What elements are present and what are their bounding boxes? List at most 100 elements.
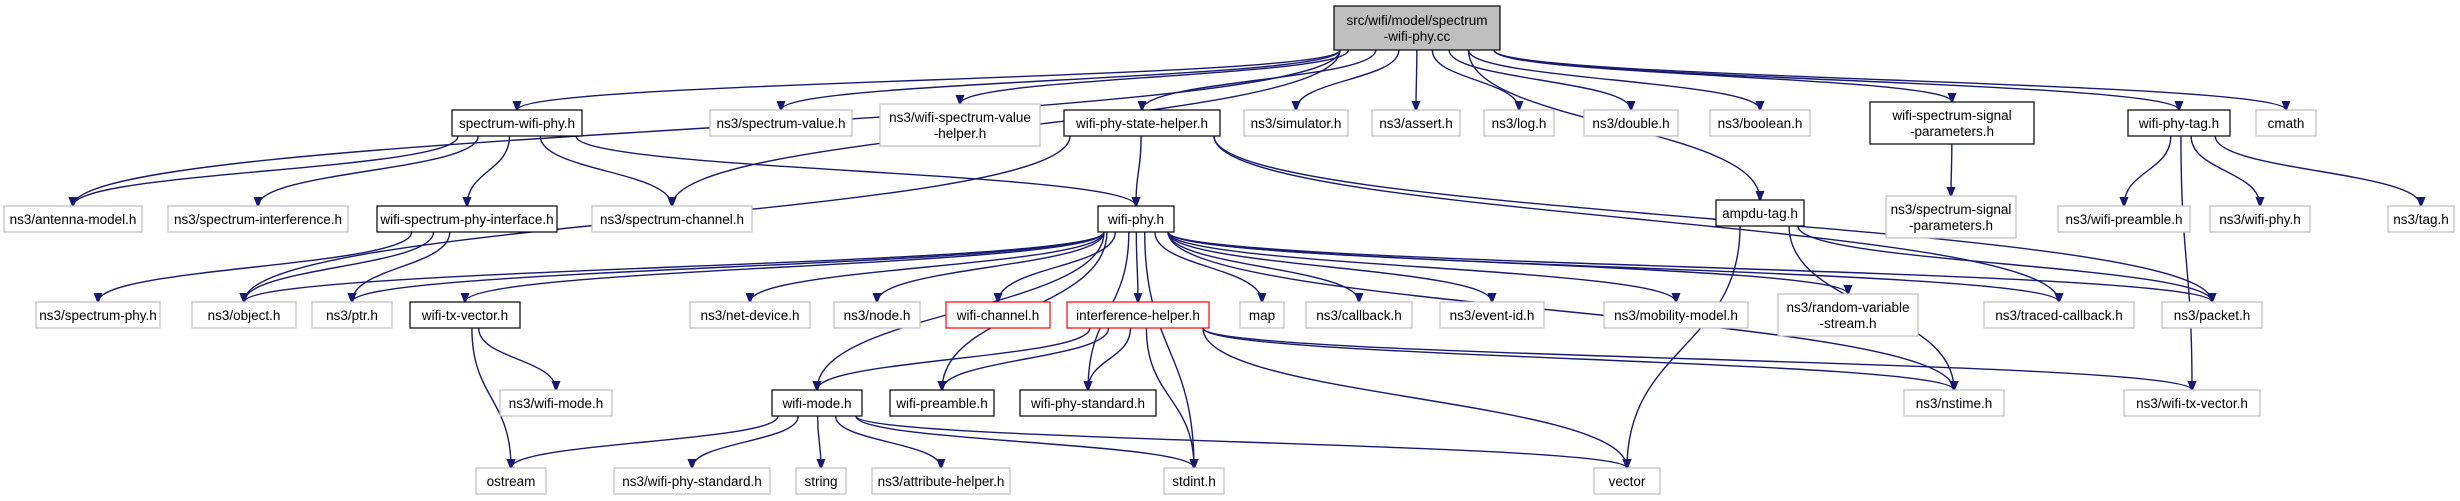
node-interference-helper[interactable]: interference-helper.h [1066, 301, 1210, 329]
edge-arrow [1136, 231, 1138, 302]
node-label: -wifi-phy.cc [1384, 29, 1451, 44]
node-label: wifi-mode.h [781, 396, 851, 411]
node-label: ns3/spectrum-interference.h [174, 212, 342, 227]
node-wifi-phy[interactable]: wifi-phy.h [1097, 205, 1175, 233]
edge-arrow [1167, 231, 2212, 302]
node-label: vector [1609, 474, 1646, 489]
edge-wifi-mode-to-attribute-helper [834, 415, 941, 468]
node-box [879, 103, 1041, 147]
edge-root-to-cmath [1493, 49, 2286, 110]
node-wifi-preamble[interactable]: wifi-preamble.h [889, 389, 995, 417]
node-mobility-model: ns3/mobility-model.h [1603, 301, 1749, 329]
node-box [1983, 301, 2135, 329]
edge-root-to-antenna-model [73, 49, 1341, 206]
edge-arrow [1145, 327, 1194, 468]
node-label: wifi-phy-state-helper.h [1075, 116, 1208, 131]
node-box [1019, 389, 1157, 417]
edge-arrow [575, 135, 1136, 206]
node-label: ns3/wifi-spectrum-value [889, 110, 1031, 125]
node-wifi-phy-tag[interactable]: wifi-phy-tag.h [2127, 109, 2231, 137]
edge-wifi-phy-state-helper-to-wifi-phy [1136, 135, 1142, 206]
node-wifi-channel[interactable]: wifi-channel.h [945, 301, 1051, 329]
node-box [376, 205, 558, 233]
edge-wifi-mode-to-stdint [855, 415, 1194, 468]
edge-arrow [1493, 49, 2179, 110]
edge-arrow [1136, 135, 1142, 206]
node-label: -stream.h [1819, 316, 1876, 331]
node-label: ns3/ptr.h [326, 308, 378, 323]
edge-arrow [692, 415, 799, 468]
edge-arrow [2214, 135, 2421, 206]
edge-interference-helper-to-nstime [1202, 327, 1954, 390]
edge-wifi-mode-to-vector [855, 415, 1627, 468]
node-box [1583, 109, 1679, 137]
node-box [2209, 205, 2311, 233]
node-label: stdint.h [1172, 474, 1216, 489]
node-label: ns3/log.h [1492, 116, 1547, 131]
node-box [1903, 389, 2005, 417]
node-label: ns3/attribute-helper.h [878, 474, 1005, 489]
edge-arrow [1202, 327, 1954, 390]
node-label: src/wifi/model/spectrum [1346, 13, 1487, 28]
edge-spectrum-wifi-phy-to-antenna-model [73, 135, 459, 206]
node-ampdu-tag[interactable]: ampdu-tag.h [1715, 199, 1805, 227]
node-wifi-spectrum-phy-interface[interactable]: wifi-spectrum-phy-interface.h [376, 205, 558, 233]
edge-root-to-wifi-spectrum-value-helper [960, 49, 1350, 104]
node-box [1305, 301, 1413, 329]
edge-root-to-spectrum-wifi-phy [517, 49, 1341, 110]
edge-arrow [73, 49, 1341, 206]
node-box [1593, 467, 1661, 495]
node-label: ns3/wifi-tx-vector.h [2136, 396, 2248, 411]
edge-root-to-simulator [1296, 49, 1400, 110]
node-box [1163, 467, 1225, 495]
node-box [3, 205, 143, 233]
edge-spectrum-wifi-phy-to-spectrum-channel [539, 135, 672, 206]
edge-wifi-mode-to-wifi-phy-standard-ext [692, 415, 799, 468]
node-label: ns3/mobility-model.h [1614, 308, 1738, 323]
edge-arrow [73, 135, 459, 206]
node-log: ns3/log.h [1483, 109, 1555, 137]
edge-wifi-phy-state-helper-to-packet [1213, 135, 2212, 302]
node-attribute-helper: ns3/attribute-helper.h [871, 467, 1011, 495]
node-box [1097, 205, 1175, 233]
edge-arrow [244, 231, 1105, 302]
edge-wifi-phy-to-mobility-model [1167, 231, 1676, 302]
node-box [1066, 301, 1210, 329]
node-stdint: stdint.h [1163, 467, 1225, 495]
edge-arrow [2180, 135, 2192, 390]
node-label: ns3/wifi-preamble.h [2065, 212, 2182, 227]
node-map: map [1239, 301, 1285, 329]
node-wifi-mode-ext: ns3/wifi-mode.h [499, 389, 613, 417]
edge-arrow [1202, 327, 2192, 390]
node-wifi-spectrum-signal-parameters[interactable]: wifi-spectrum-signal-parameters.h [1869, 101, 2035, 145]
node-root[interactable]: src/wifi/model/spectrum-wifi-phy.cc [1333, 5, 1501, 51]
node-random-variable-stream: ns3/random-variable-stream.h [1777, 293, 1919, 337]
edge-root-to-wifi-phy-tag [1493, 49, 2179, 110]
edge-arrow [960, 49, 1350, 104]
edge-arrow [877, 231, 1105, 302]
node-wifi-phy-standard[interactable]: wifi-phy-standard.h [1019, 389, 1157, 417]
edge-arrow [1213, 135, 2212, 302]
edge-arrow [467, 135, 511, 206]
node-wifi-spectrum-value-helper: ns3/wifi-spectrum-value-helper.h [879, 103, 1041, 147]
edge-root-to-log [1431, 49, 1519, 110]
node-label: wifi-channel.h [956, 308, 1040, 323]
edge-arrow [2190, 135, 2260, 206]
node-ostream: ostream [475, 467, 547, 495]
edge-arrow [1493, 49, 2286, 110]
node-wifi-mode[interactable]: wifi-mode.h [771, 389, 863, 417]
edge-interference-helper-to-stdint [1145, 327, 1194, 468]
edge-arrow [517, 49, 1341, 110]
node-box [1333, 5, 1501, 51]
node-double: ns3/double.h [1583, 109, 1679, 137]
edge-arrow [855, 415, 1627, 468]
node-box [311, 301, 393, 329]
node-wifi-tx-vector[interactable]: wifi-tx-vector.h [409, 301, 521, 329]
node-box [2161, 301, 2263, 329]
edge-arrow [352, 231, 1105, 302]
node-box [771, 389, 863, 417]
node-wifi-phy-state-helper[interactable]: wifi-phy-state-helper.h [1063, 109, 1221, 137]
node-label: ostream [487, 474, 536, 489]
edge-wifi-mode-to-string [818, 415, 821, 468]
node-spectrum-wifi-phy[interactable]: spectrum-wifi-phy.h [451, 109, 583, 137]
